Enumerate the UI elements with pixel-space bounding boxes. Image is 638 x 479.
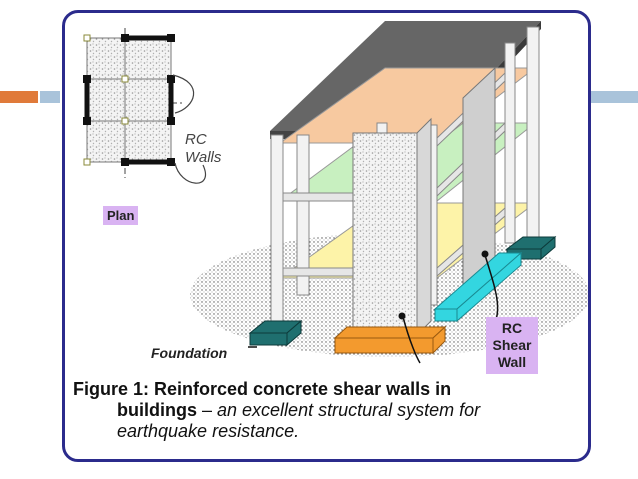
plan-view	[83, 28, 206, 184]
foundation-label: Foundation	[151, 345, 228, 361]
figure-frame: Plan RC Walls Foundation RC Shear Wall F…	[62, 10, 591, 462]
accent-bar-orange	[0, 91, 38, 103]
building	[248, 21, 557, 364]
caption-line-2: buildings – an excellent structural syst…	[73, 400, 583, 421]
caption-dash: –	[197, 400, 218, 420]
plan-label: Plan	[103, 206, 139, 225]
accent-bar-blue-right	[588, 91, 638, 103]
rc-shear-wall-label: RC Shear Wall	[486, 317, 538, 374]
caption-italic-1: an excellent structural system for	[217, 400, 481, 420]
caption-italic-2: earthquake resistance.	[117, 421, 300, 441]
caption-title-line-2: buildings	[117, 400, 197, 420]
caption-title-line-1: Figure 1: Reinforced concrete shear wall…	[73, 379, 452, 399]
building-illustration	[83, 21, 588, 364]
figure-caption: Figure 1: Reinforced concrete shear wall…	[73, 379, 583, 442]
accent-bar-blue-left	[40, 91, 60, 103]
rc-walls-label: RC Walls	[185, 131, 222, 166]
